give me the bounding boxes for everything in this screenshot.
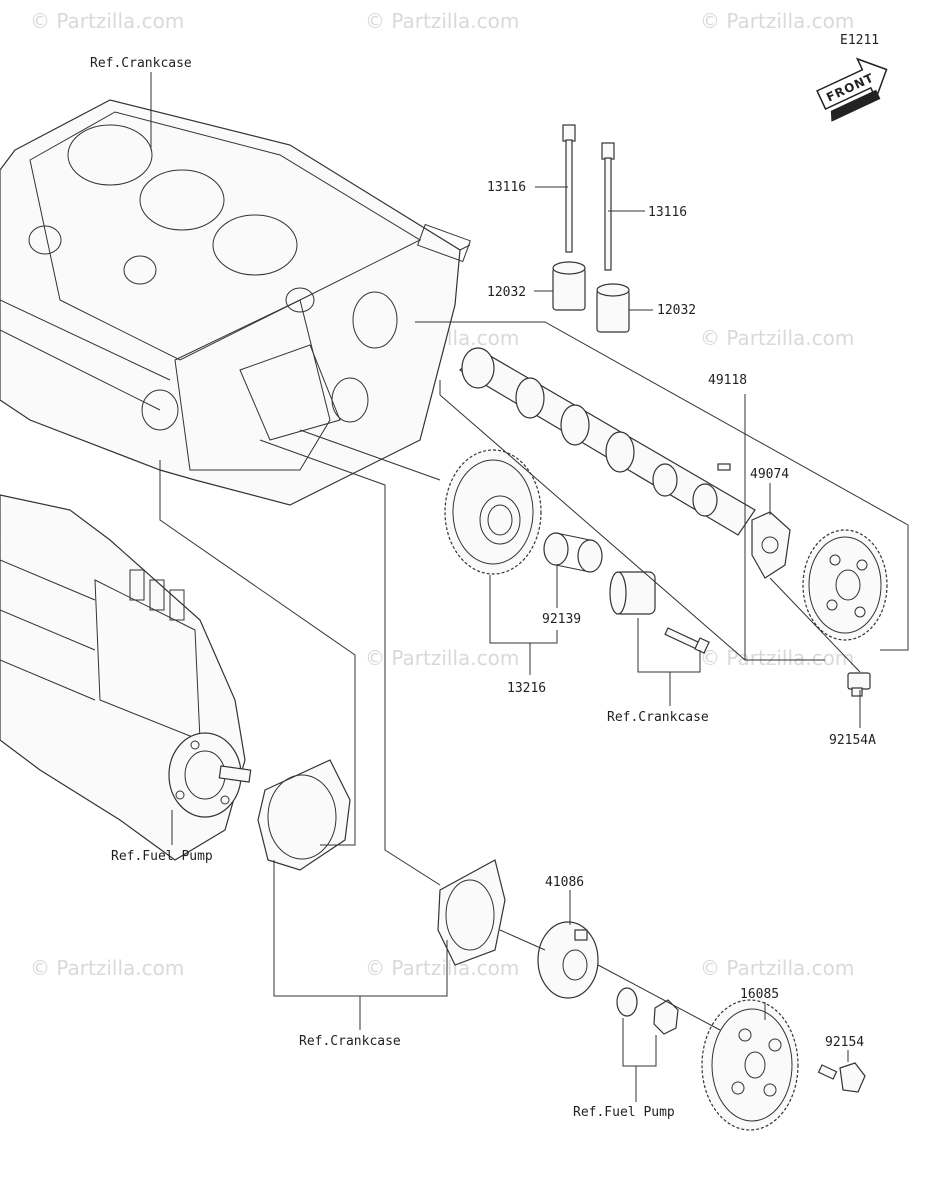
watermark: © Partzilla.com <box>365 9 519 33</box>
idle-shaft <box>609 571 710 654</box>
gasket-fuel-pump <box>257 759 351 871</box>
label-16085: 16085 <box>740 987 779 1002</box>
bolt-92154a <box>847 672 871 697</box>
label-41086: 41086 <box>545 875 584 890</box>
label-ref-crankcase-mid: Ref.Crankcase <box>607 710 709 725</box>
part-labels: Ref.Crankcase 13116 13116 12032 12032 49… <box>90 56 876 1120</box>
watermark: © Partzilla.com <box>30 9 184 33</box>
watermark: © Partzilla.com <box>700 326 854 350</box>
front-arrow-icon: FRONT <box>816 57 888 122</box>
watermark: © Partzilla.com <box>700 956 854 980</box>
label-49074: 49074 <box>750 467 789 482</box>
label-92154: 92154 <box>825 1035 864 1050</box>
watermark: © Partzilla.com <box>365 956 519 980</box>
label-92139: 92139 <box>542 612 581 627</box>
diagram-code: E1211 <box>840 33 879 48</box>
bushing-92139 <box>543 532 603 573</box>
watermark: © Partzilla.com <box>365 646 519 670</box>
gasket-crankcase <box>437 859 506 966</box>
washer-nut <box>616 987 679 1035</box>
tappet-12032 <box>552 261 630 333</box>
label-ref-fuel-pump-left: Ref.Fuel Pump <box>111 849 213 864</box>
bolt-92154 <box>817 1062 866 1093</box>
idle-gear-13216 <box>444 449 542 575</box>
camshaft-49118 <box>459 347 756 536</box>
label-ref-fuel-pump-bottom: Ref.Fuel Pump <box>573 1105 675 1120</box>
watermark: © Partzilla.com <box>700 9 854 33</box>
cam-gear <box>802 529 888 641</box>
label-ref-crankcase-bottom: Ref.Crankcase <box>299 1034 401 1049</box>
label-13216: 13216 <box>507 681 546 696</box>
gear-16085 <box>701 999 799 1131</box>
push-rod-13116 <box>562 124 615 271</box>
label-12032-b: 12032 <box>657 303 696 318</box>
label-92154a: 92154A <box>829 733 876 748</box>
leader-lines <box>150 72 909 1102</box>
fuel-pump-illustration <box>0 494 252 861</box>
label-12032-a: 12032 <box>487 285 526 300</box>
label-ref-crankcase-top: Ref.Crankcase <box>90 56 192 71</box>
label-13116-b: 13116 <box>648 205 687 220</box>
watermark: © Partzilla.com <box>30 956 184 980</box>
crankcase-illustration <box>0 99 471 506</box>
label-49118: 49118 <box>708 373 747 388</box>
label-13116-a: 13116 <box>487 180 526 195</box>
watermark: © Partzilla.com <box>700 646 854 670</box>
thrust-plate-49074 <box>751 511 791 579</box>
flange-41086 <box>537 921 599 999</box>
